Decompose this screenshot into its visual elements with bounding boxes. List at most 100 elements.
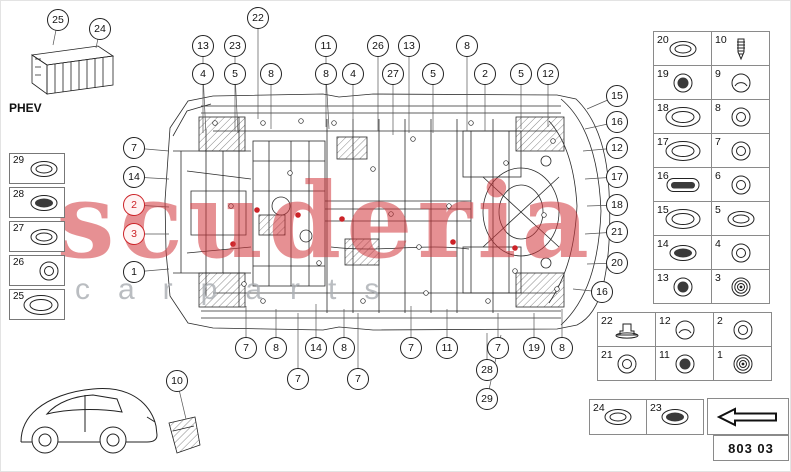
part-number: 6	[715, 170, 721, 182]
oval-big-plug-icon	[21, 293, 61, 317]
dome-plug-icon	[729, 71, 753, 95]
back-arrow-icon	[713, 404, 783, 430]
part-cell-7: 7	[712, 134, 769, 167]
plug-holes	[212, 118, 560, 304]
part-number: 19	[657, 68, 669, 80]
part-number: 1	[717, 349, 723, 361]
oval-plug-icon	[666, 38, 700, 60]
round-plug-icon	[729, 241, 753, 265]
part-number: 26	[13, 257, 25, 268]
oval-plug-icon	[601, 406, 635, 428]
part-number: 4	[715, 238, 721, 250]
hat-plug-icon	[612, 319, 642, 341]
part-number: 7	[715, 136, 721, 148]
callout-25: 25	[47, 9, 69, 31]
part-cell-9: 9	[712, 66, 769, 99]
callout-22: 22	[247, 7, 269, 29]
callout-8: 8	[315, 63, 337, 85]
round-dark-plug-icon	[673, 352, 697, 376]
underbody-outline	[164, 93, 611, 331]
part-cell-15: 15	[654, 202, 711, 235]
callout-1: 1	[123, 261, 145, 283]
callout-13: 13	[398, 35, 420, 57]
part-group-code: 803 03	[713, 435, 789, 461]
round-dark-plug-icon	[671, 275, 695, 299]
part-cell-4: 4	[712, 236, 769, 269]
part-number: 2	[717, 315, 723, 327]
part-number: 18	[657, 102, 669, 114]
callout-16: 16	[591, 281, 613, 303]
callout-7: 7	[235, 337, 257, 359]
callout-28: 28	[476, 359, 498, 381]
callout-4: 4	[192, 63, 214, 85]
part-number: 9	[715, 68, 721, 80]
rect-plug-icon	[664, 174, 702, 196]
oval-big-plug-icon	[663, 105, 703, 129]
part-number: 10	[715, 34, 727, 46]
part-number: 8	[715, 102, 721, 114]
part-box-29: 29	[9, 153, 65, 184]
callout-8: 8	[456, 35, 478, 57]
callout-8: 8	[333, 337, 355, 359]
part-number: 11	[659, 349, 670, 361]
round-plug-icon	[729, 173, 753, 197]
part-number: 27	[13, 223, 25, 234]
part-cell-23: 23	[647, 400, 703, 434]
callout-8: 8	[260, 63, 282, 85]
part-cell-19: 19	[654, 66, 711, 99]
rings-plug-icon	[731, 352, 755, 376]
part-number: 23	[650, 402, 662, 414]
callout-17: 17	[606, 166, 628, 188]
part-cell-16: 16	[654, 168, 711, 201]
oval-dark-plug-icon	[27, 192, 61, 214]
part-cell-8: 8	[712, 100, 769, 133]
callout-23: 23	[224, 35, 246, 57]
callout-14: 14	[305, 337, 327, 359]
highlighted-plug-marks	[230, 207, 518, 251]
part-cell-14: 14	[654, 236, 711, 269]
left-parts-panel: 29 28 27 26 25	[9, 153, 65, 320]
part-cell-3: 3	[712, 270, 769, 303]
bracket-part-sketch	[168, 416, 201, 454]
round-plug-icon	[37, 259, 61, 283]
callout-10: 10	[166, 370, 188, 392]
callout-13: 13	[192, 35, 214, 57]
part-number: 25	[13, 291, 25, 302]
oval-big-plug-icon	[663, 139, 703, 163]
callout-24: 24	[89, 18, 111, 40]
oval-plug-icon	[27, 226, 61, 248]
vehicle-thumbnail	[20, 388, 158, 454]
callout-7: 7	[347, 368, 369, 390]
callout-27: 27	[382, 63, 404, 85]
part-cell-2: 2	[714, 313, 771, 346]
callout-7: 7	[400, 337, 422, 359]
part-number: 15	[657, 204, 669, 216]
part-number: 28	[13, 189, 25, 200]
phev-module-sketch	[30, 45, 115, 95]
part-cell-11: 11	[656, 347, 713, 380]
back-arrow-box[interactable]	[707, 398, 789, 435]
round-plug-icon	[731, 318, 755, 342]
oval-dark-plug-icon	[666, 242, 700, 264]
callout-5: 5	[224, 63, 246, 85]
part-number: 12	[659, 315, 671, 327]
part-cell-18: 18	[654, 100, 711, 133]
callout-8: 8	[265, 337, 287, 359]
callout-11: 11	[436, 337, 458, 359]
part-cell-20: 20	[654, 32, 711, 65]
part-cell-6: 6	[712, 168, 769, 201]
oval-plug-icon	[27, 158, 61, 180]
oval-plug-icon	[724, 208, 758, 230]
screw-plug-icon	[732, 36, 750, 62]
oval-dark-plug-icon	[658, 406, 692, 428]
callout-8: 8	[551, 337, 573, 359]
callout-7: 7	[487, 337, 509, 359]
phev-label: PHEV	[9, 101, 42, 115]
round-dark-plug-icon	[671, 71, 695, 95]
part-number: 17	[657, 136, 669, 148]
part-box-26: 26	[9, 255, 65, 286]
callout-2: 2	[474, 63, 496, 85]
part-cell-13: 13	[654, 270, 711, 303]
